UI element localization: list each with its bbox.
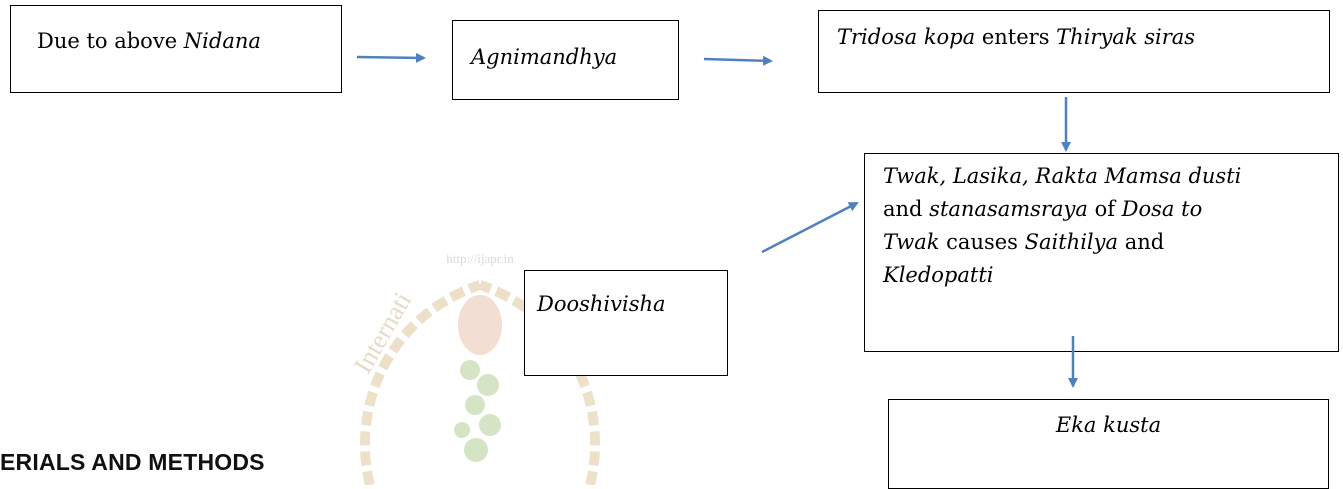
node-text: causes — [939, 230, 1025, 254]
node-text: enters — [975, 25, 1057, 49]
node-term: Kledopatti — [883, 263, 994, 287]
arrow-nidana-to-agnimandhya — [356, 52, 426, 63]
node-due-to-nidana: Due to above Nidana — [10, 5, 342, 93]
node-term: Eka kusta — [1055, 413, 1162, 437]
node-term: Dosa to — [1121, 197, 1203, 221]
node-term: Twak — [883, 230, 940, 254]
node-term: Nidana — [183, 29, 261, 53]
node-term: Thiryak siras — [1056, 25, 1196, 49]
node-term: stanasamsraya — [929, 197, 1088, 221]
node-term: Saithilya — [1024, 230, 1119, 254]
node-term: Tridosa kopa — [837, 25, 976, 49]
node-twak-lasika-dusti: Twak, Lasika, Rakta Mamsa dusti and stan… — [864, 153, 1339, 352]
arrow-dooshivisha-to-twak — [761, 201, 859, 254]
node-term: Twak, Lasika, Rakta Mamsa dusti — [883, 164, 1242, 188]
node-text: and — [1118, 230, 1165, 254]
flow-arrows — [356, 52, 1078, 388]
node-agnimandhya: Agnimandhya — [452, 20, 679, 100]
node-term: Dooshivisha — [537, 292, 666, 316]
node-text: and — [883, 197, 930, 221]
node-tridosa-kopa: Tridosa kopa enters Thiryak siras — [818, 10, 1330, 93]
arrow-agnimandhya-to-tridosa — [703, 55, 773, 66]
node-text: Due to above — [37, 29, 184, 53]
section-heading: ERIALS AND METHODS — [0, 449, 265, 475]
node-term: Agnimandhya — [471, 45, 618, 69]
node-text: of — [1087, 197, 1122, 221]
watermark-url: http://ijapr.in — [446, 251, 514, 266]
node-dooshivisha: Dooshivisha — [524, 270, 728, 376]
